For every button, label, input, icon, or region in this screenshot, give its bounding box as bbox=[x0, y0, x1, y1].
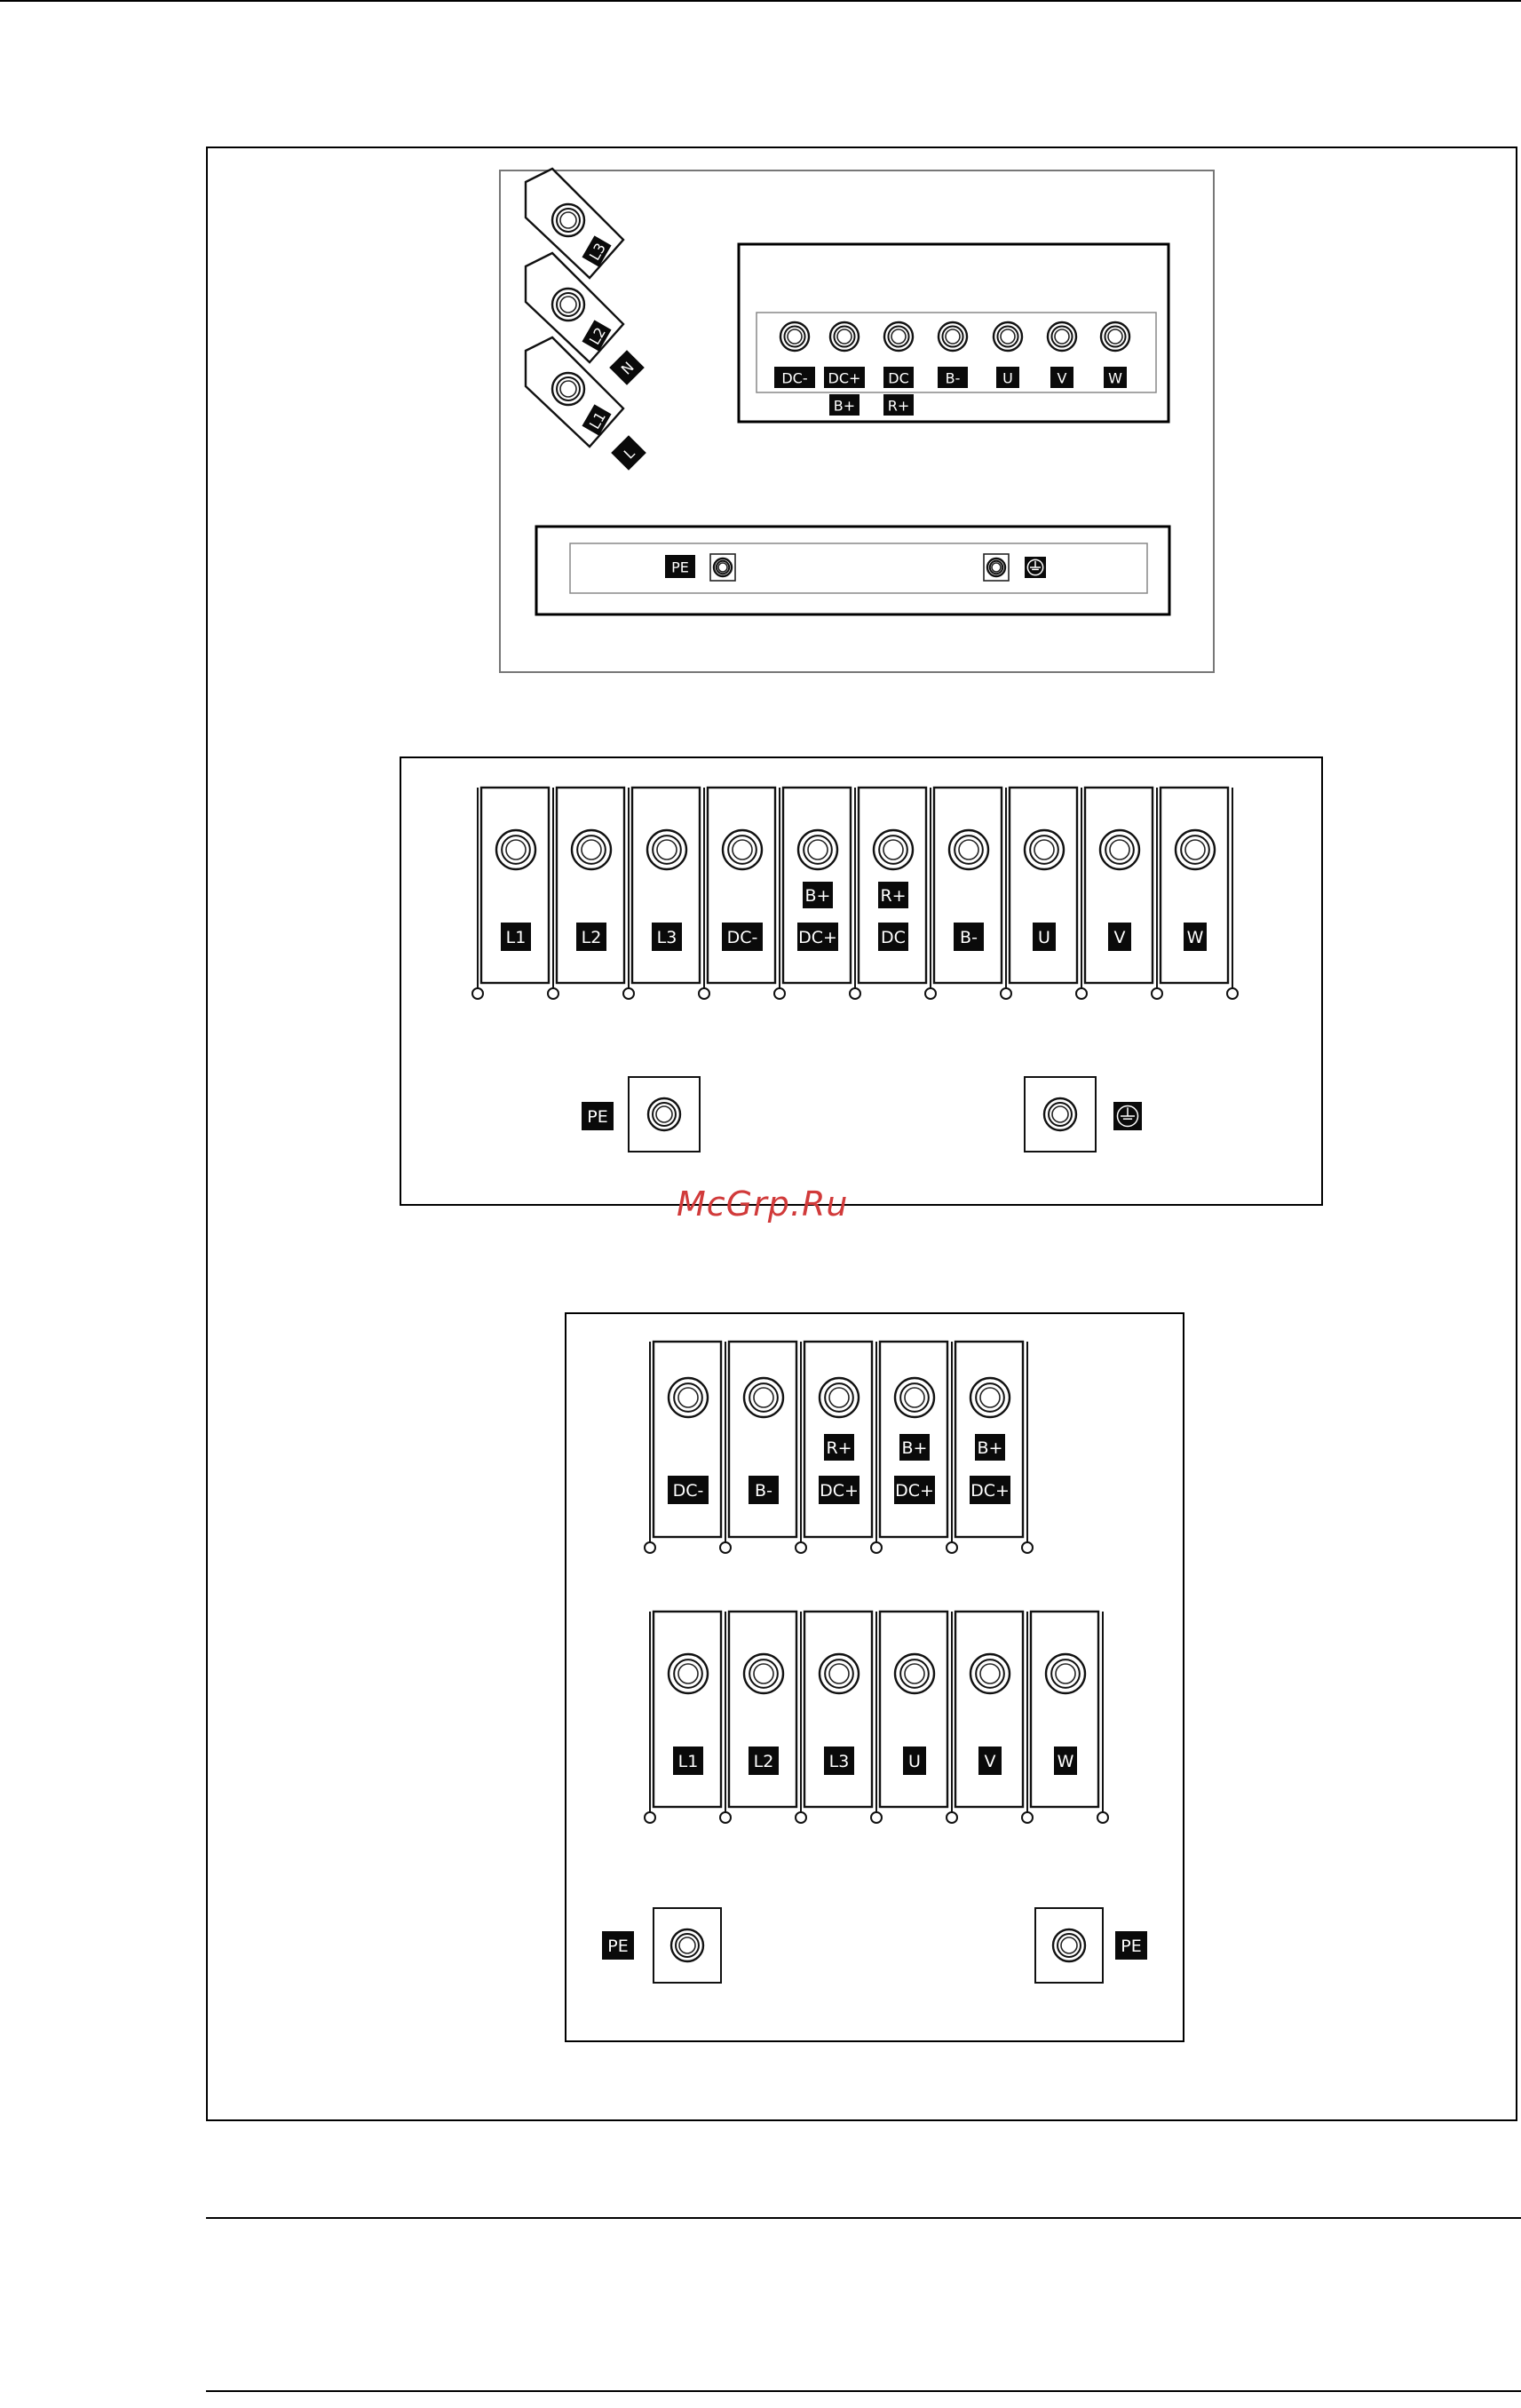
watermark: McGrp.Ru bbox=[677, 1184, 848, 1224]
top-terminal-screw bbox=[744, 1378, 783, 1417]
svg-text:B-: B- bbox=[755, 1481, 772, 1501]
top-terminal-label: B- bbox=[749, 1476, 779, 1504]
svg-text:L3: L3 bbox=[829, 1752, 850, 1771]
bottom-terminal-plate bbox=[947, 1612, 1023, 1823]
bottom-terminal-label: L2 bbox=[749, 1747, 779, 1775]
svg-text:L2: L2 bbox=[754, 1752, 774, 1771]
top-terminal-top-label: B+ bbox=[899, 1434, 930, 1461]
top-terminal-label: DC+ bbox=[894, 1476, 935, 1504]
bottom-terminal-label: W bbox=[1054, 1747, 1077, 1775]
bottom-terminal-end-pin bbox=[1097, 1812, 1108, 1823]
top-terminal-screw bbox=[820, 1378, 859, 1417]
top-terminal-top-label: B+ bbox=[975, 1434, 1005, 1461]
bottom-terminal-plate bbox=[1022, 1612, 1098, 1823]
svg-text:V: V bbox=[985, 1752, 996, 1771]
top-terminal-screw bbox=[669, 1378, 708, 1417]
bottom-terminal-plate bbox=[871, 1612, 947, 1823]
ground-label-left: PE bbox=[602, 1931, 634, 1960]
bottom-terminal-label: L3 bbox=[824, 1747, 854, 1775]
bottom-terminal-label: U bbox=[903, 1747, 926, 1775]
bottom-terminal-plate bbox=[645, 1612, 721, 1823]
bottom-terminal-screw bbox=[1046, 1654, 1085, 1693]
svg-text:PE: PE bbox=[1121, 1937, 1141, 1956]
top-terminal-end-pin bbox=[1022, 1542, 1033, 1553]
top-terminal-plate bbox=[645, 1342, 721, 1553]
top-terminal-label: DC+ bbox=[970, 1476, 1010, 1504]
ground-screw-left bbox=[671, 1929, 703, 1961]
bottom-terminal-screw bbox=[669, 1654, 708, 1693]
svg-text:DC+: DC+ bbox=[970, 1481, 1010, 1501]
svg-text:DC-: DC- bbox=[673, 1481, 704, 1501]
bottom-terminal-screw bbox=[744, 1654, 783, 1693]
ground-screw-right bbox=[1053, 1929, 1085, 1961]
ground-label-right: PE bbox=[1115, 1931, 1147, 1960]
top-terminal-top-label: R+ bbox=[824, 1434, 854, 1461]
svg-text:B+: B+ bbox=[978, 1438, 1003, 1458]
svg-text:B+: B+ bbox=[902, 1438, 928, 1458]
svg-text:DC+: DC+ bbox=[820, 1481, 859, 1501]
bottom-terminal-label: L1 bbox=[673, 1747, 703, 1775]
top-terminal-label: DC+ bbox=[819, 1476, 860, 1504]
svg-text:L1: L1 bbox=[678, 1752, 699, 1771]
bottom-terminal-screw bbox=[895, 1654, 934, 1693]
svg-text:R+: R+ bbox=[826, 1438, 852, 1458]
bottom-terminal-screw bbox=[820, 1654, 859, 1693]
top-terminal-screw bbox=[970, 1378, 1010, 1417]
svg-text:PE: PE bbox=[607, 1937, 628, 1956]
top-terminal-label: DC- bbox=[668, 1476, 709, 1504]
svg-text:DC+: DC+ bbox=[895, 1481, 934, 1501]
top-terminal-screw bbox=[895, 1378, 934, 1417]
bottom-terminal-screw bbox=[970, 1654, 1010, 1693]
svg-text:U: U bbox=[908, 1752, 921, 1771]
bottom-terminal-label: V bbox=[978, 1747, 1002, 1775]
top-terminal-plate bbox=[720, 1342, 796, 1553]
bottom-terminal-plate bbox=[720, 1612, 796, 1823]
bottom-terminal-plate bbox=[796, 1612, 872, 1823]
svg-text:W: W bbox=[1058, 1752, 1074, 1771]
